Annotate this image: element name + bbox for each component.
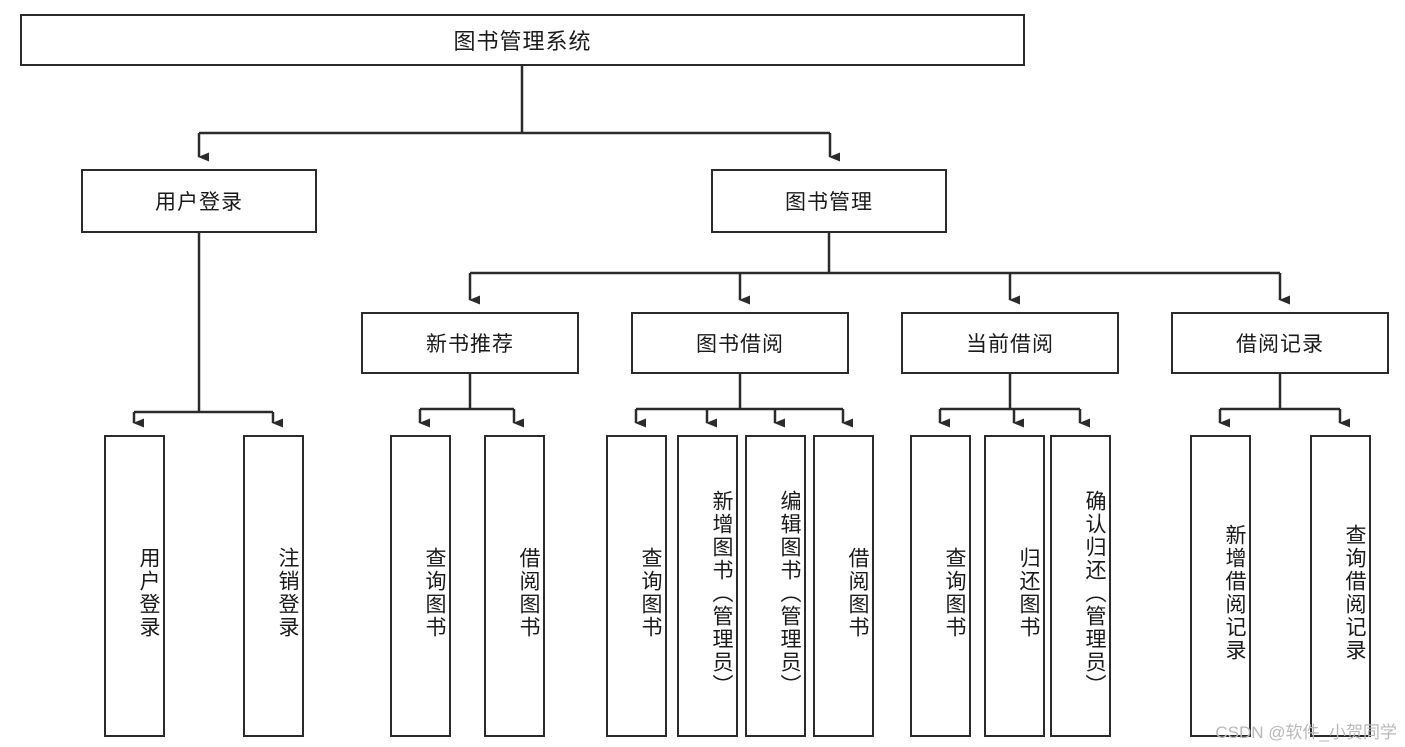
node-leaf-logout[interactable]: 注销登录 xyxy=(243,435,304,737)
node-user-login[interactable]: 用户登录 xyxy=(81,169,317,233)
node-label: 新书推荐 xyxy=(426,333,514,356)
node-leaf-query-record[interactable]: 查询借阅记录 xyxy=(1310,435,1371,737)
node-label: 查询图书 xyxy=(639,547,662,639)
node-book-borrow[interactable]: 图书借阅 xyxy=(631,312,849,374)
node-label: 注销登录 xyxy=(276,547,299,639)
node-leaf-add-record[interactable]: 新增借阅记录 xyxy=(1190,435,1251,737)
node-leaf-user-login[interactable]: 用户登录 xyxy=(104,435,165,737)
node-label: 归还图书 xyxy=(1017,547,1040,639)
node-label: 借阅记录 xyxy=(1236,333,1324,356)
node-label: 查询借阅记录 xyxy=(1343,524,1366,662)
node-label: 借阅图书 xyxy=(517,547,540,639)
node-label: 用户登录 xyxy=(137,547,160,639)
node-borrow-record[interactable]: 借阅记录 xyxy=(1171,312,1389,374)
node-leaf-borrow-book-rec[interactable]: 借阅图书 xyxy=(484,435,545,737)
node-label: 新增借阅记录 xyxy=(1223,524,1246,662)
node-current-borrow[interactable]: 当前借阅 xyxy=(901,312,1119,374)
node-label: 当前借阅 xyxy=(966,333,1054,356)
csdn-watermark: CSDN @软件_小贺同学 xyxy=(1215,723,1397,742)
node-new-book-rec[interactable]: 新书推荐 xyxy=(361,312,579,374)
node-label: 图书借阅 xyxy=(696,333,784,356)
node-label: 确认归还（管理员） xyxy=(1083,489,1106,697)
node-label: 查询图书 xyxy=(943,547,966,639)
node-label: 用户登录 xyxy=(155,191,243,214)
node-label: 图书管理系统 xyxy=(453,29,592,54)
node-leaf-confirm-return[interactable]: 确认归还（管理员） xyxy=(1050,435,1111,737)
node-label: 编辑图书（管理员） xyxy=(778,489,801,697)
node-book-manage[interactable]: 图书管理 xyxy=(711,169,947,233)
node-label: 查询图书 xyxy=(423,547,446,639)
node-leaf-query-book-cur[interactable]: 查询图书 xyxy=(910,435,971,737)
node-label: 借阅图书 xyxy=(846,547,869,639)
node-root[interactable]: 图书管理系统 xyxy=(20,14,1025,66)
node-leaf-query-book-bor[interactable]: 查询图书 xyxy=(606,435,667,737)
node-leaf-edit-book[interactable]: 编辑图书（管理员） xyxy=(745,435,806,737)
node-label: 图书管理 xyxy=(785,191,873,214)
node-leaf-borrow-book-bor[interactable]: 借阅图书 xyxy=(813,435,874,737)
node-leaf-return-book[interactable]: 归还图书 xyxy=(984,435,1045,737)
node-label: 新增图书（管理员） xyxy=(710,489,733,697)
node-leaf-add-book[interactable]: 新增图书（管理员） xyxy=(677,435,738,737)
node-leaf-query-book-rec[interactable]: 查询图书 xyxy=(390,435,451,737)
